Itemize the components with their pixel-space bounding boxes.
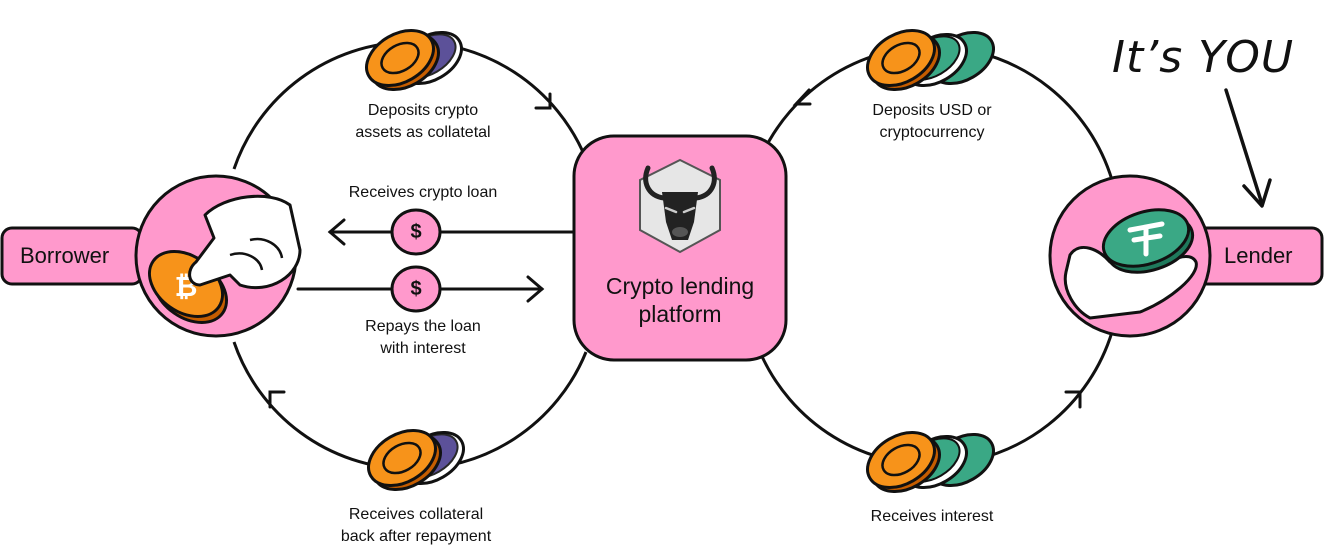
dollar-badge-repay [390,265,442,313]
lender-label: Lender [1224,243,1293,268]
bull-logo-icon [639,158,721,254]
flow-label-repays-loan-line2: with interest [380,340,466,357]
flow-label-repays-loan: Repays the loan with interest [318,316,528,360]
flow-label-receives-interest-line1: Receives interest [870,508,994,525]
arrowhead-bottom-right [1064,390,1082,409]
platform-label: Crypto lending platform [574,272,786,328]
flow-label-borrower-deposit-line1: Deposits crypto [367,102,479,119]
dollar-badges [390,208,442,313]
flow-label-receives-collateral-line1: Receives collateral [348,506,484,523]
dollar-badge-loan [390,208,442,256]
arrowhead-top-left [534,92,552,110]
platform-node [572,134,788,362]
flow-label-repays-loan-line1: Repays the loan [365,318,481,335]
annotation-its-you: It’s YOU [1112,32,1295,83]
arc-arrowheads [268,88,1082,409]
dollar-symbol-loan: $ [410,221,422,243]
flow-label-receives-collateral: Receives collateral back after repayment [306,504,526,548]
borrower-node: ₿ [0,174,302,338]
coin-stack-top-right [866,29,995,91]
lender-node [1048,174,1324,338]
finger-pressing-bitcoin-coin-icon: ₿ [148,194,302,324]
dollar-symbol-repay: $ [410,278,422,300]
arrowhead-top-right [792,88,812,106]
platform-label-line1: Crypto lending [605,273,755,299]
flow-label-borrower-deposit: Deposits crypto assets as collatetal [320,100,526,144]
flow-label-receives-interest: Receives interest [832,506,1032,528]
flow-label-receives-collateral-line2: back after repayment [340,528,492,545]
flow-label-lender-deposit: Deposits USD or cryptocurrency [832,100,1032,144]
coin-stack-bottom-right [866,431,995,493]
hand-holding-tether-coin-icon [1063,208,1198,320]
flow-label-lender-deposit-line1: Deposits USD or [872,102,992,119]
arrowhead-bottom-left [268,390,286,409]
flow-label-receives-loan-line1: Receives crypto loan [348,184,498,201]
flow-label-borrower-deposit-line2: assets as collatetal [355,124,491,141]
borrower-label: Borrower [20,243,110,268]
annotation-arrow [1224,88,1272,208]
platform-label-line2: platform [638,301,722,327]
flow-label-lender-deposit-line2: cryptocurrency [879,124,985,141]
flow-label-receives-loan: Receives crypto loan [318,182,528,204]
coin-stack-top-left [365,29,463,91]
coin-stack-bottom-left [367,429,465,491]
